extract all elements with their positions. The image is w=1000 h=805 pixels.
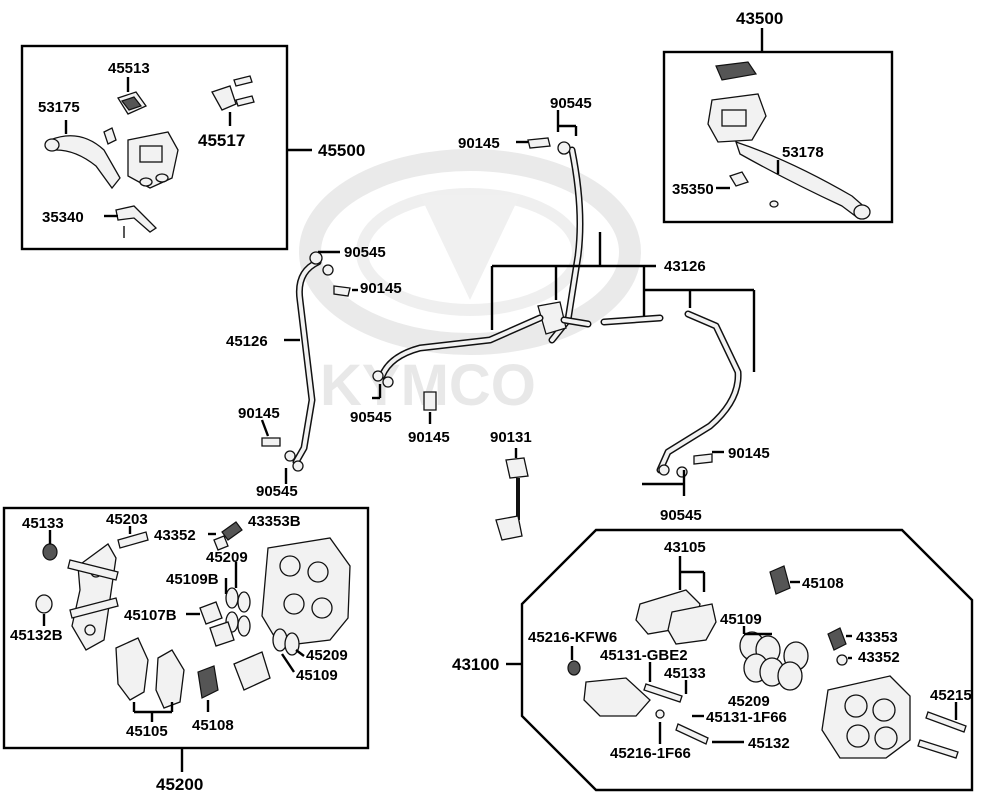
label-45216-KFW6: 45216-KFW6	[528, 629, 617, 646]
label-45215: 45215	[930, 687, 972, 704]
label-45109B: 45109B	[166, 571, 219, 588]
label-45109: 45109	[296, 667, 338, 684]
label-90145-left: 90145	[360, 280, 402, 297]
label-45513: 45513	[108, 60, 150, 77]
label-90145-lower-left: 90145	[238, 405, 280, 422]
label-45133: 45133	[22, 515, 64, 532]
label-35350: 35350	[672, 181, 714, 198]
label-45517: 45517	[198, 131, 245, 150]
label-90145-top: 90145	[458, 135, 500, 152]
right-caliper-drawing	[567, 565, 967, 759]
label-45209-lower: 45209	[306, 647, 348, 664]
group-frame-45500	[20, 44, 289, 251]
label-90145-center: 90145	[408, 429, 450, 446]
label-43105: 43105	[664, 539, 706, 556]
label-45216-1F66: 45216-1F66	[610, 745, 691, 762]
group-frame-43500	[662, 50, 894, 224]
label-45108-right: 45108	[802, 575, 844, 592]
label-45105: 45105	[126, 723, 168, 740]
label-45133-right: 45133	[664, 665, 706, 682]
label-45131-1F66: 45131-1F66	[706, 709, 787, 726]
group-frame-43100	[520, 528, 974, 792]
label-90545-center: 90545	[350, 409, 392, 426]
label-90545-left: 90545	[344, 244, 386, 261]
label-45203: 45203	[106, 511, 148, 528]
group-frame-45200	[2, 506, 370, 750]
label-45209-right: 45209	[728, 693, 770, 710]
label-45132: 45132	[748, 735, 790, 752]
label-45109-right: 45109	[720, 611, 762, 628]
label-90545-top: 90545	[550, 95, 592, 112]
left-master-cylinder-drawing	[44, 75, 255, 238]
label-90545-lower-left: 90545	[256, 483, 298, 500]
label-43352-right: 43352	[858, 649, 900, 666]
label-90545-right: 90545	[660, 507, 702, 524]
label-43353: 43353	[856, 629, 898, 646]
label-53178: 53178	[782, 144, 824, 161]
brake-hoses-drawing	[261, 137, 742, 541]
label-45209-upper: 45209	[206, 549, 248, 566]
label-53175: 53175	[38, 99, 80, 116]
label-90145-right: 90145	[728, 445, 770, 462]
label-45200: 45200	[156, 775, 203, 794]
label-43126: 43126	[664, 258, 706, 275]
right-master-cylinder-drawing	[707, 61, 871, 220]
label-90131: 90131	[490, 429, 532, 446]
label-45500: 45500	[318, 141, 365, 160]
label-43100: 43100	[452, 655, 499, 674]
label-35340: 35340	[42, 209, 84, 226]
label-43500: 43500	[736, 9, 783, 28]
label-45126: 45126	[226, 333, 268, 350]
label-43353B: 43353B	[248, 513, 301, 530]
label-45131-GBE2: 45131-GBE2	[600, 647, 688, 664]
label-45107B: 45107B	[124, 607, 177, 624]
label-43352-left: 43352	[154, 527, 196, 544]
label-45108-left: 45108	[192, 717, 234, 734]
label-45132B: 45132B	[10, 627, 63, 644]
left-caliper-drawing	[35, 521, 351, 709]
